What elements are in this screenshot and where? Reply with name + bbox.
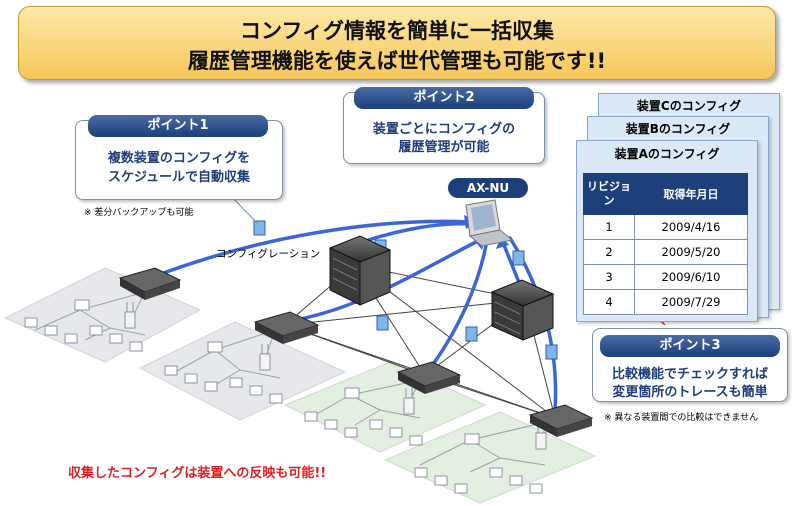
revision-column-header: リビジョン (583, 173, 635, 215)
revision-number: 1 (583, 214, 635, 240)
config-card-b-title: 装置Bのコンフィグ (625, 122, 731, 136)
lan-pcs (24, 299, 543, 494)
revision-date: 2009/4/16 (634, 214, 748, 240)
point2-title: ポイント2 (354, 87, 534, 109)
point3-line-2: 変更箇所のトレースも簡単 (612, 385, 768, 400)
config-label: コンフィグレーション (216, 248, 321, 260)
switch-a (118, 267, 182, 300)
point1-note: ※ 差分バックアップも可能 (84, 208, 194, 218)
point2-callout: ポイント2 装置ごとにコンフィグの 履歴管理が可能 (343, 87, 545, 164)
revision-date: 2009/7/29 (634, 289, 748, 315)
revision-number: 3 (583, 264, 635, 290)
point1-line-1: 複数装置のコンフィグを (107, 151, 251, 166)
ax-nu-server (465, 199, 514, 247)
point1-callout: ポイント1 複数装置のコンフィグを スケジュールで自動収集 (75, 115, 283, 200)
headline-banner: コンフィグ情報を簡単に一括収集 履歴管理機能を使えば世代管理も可能です!! (18, 6, 776, 80)
wireless-access-points (124, 302, 547, 450)
point3-note: ※ 異なる装置間での比較はできません (604, 413, 759, 423)
switch-d (528, 404, 594, 437)
core-switch-1 (328, 235, 392, 306)
point3-line-1: 比較機能でチェックすれば (611, 367, 768, 382)
switch-c (396, 361, 462, 394)
headline-line-2: 履歴管理機能を使えば世代管理も可能です!! (187, 49, 607, 73)
point3-title: ポイント3 (600, 335, 780, 357)
revision-date: 2009/6/10 (634, 264, 748, 290)
config-card-a-title: 装置Aのコンフィグ (614, 147, 720, 161)
point3-callout: ポイント3 比較機能でチェックすれば 変更箇所のトレースも簡単 (592, 328, 788, 402)
bottom-note: 収集したコンフィグは装置への反映も可能!! (68, 466, 327, 481)
core-switch-2 (490, 279, 555, 341)
date-column-header: 取得年月日 (634, 173, 748, 215)
point2-line-1: 装置ごとにコンフィグの (372, 122, 516, 137)
revision-number: 2 (583, 239, 635, 265)
point1-title: ポイント1 (88, 115, 268, 137)
config-card-c-title: 装置Cのコンフィグ (636, 99, 742, 113)
point1-line-2: スケジュールで自動収集 (107, 170, 251, 185)
revision-table-header: リビジョン 取得年月日 (583, 173, 748, 215)
switch-b (253, 311, 320, 344)
revision-date: 2009/5/20 (634, 239, 748, 265)
ax-nu-label: AX-NU (448, 178, 528, 198)
point2-line-2: 履歴管理が可能 (398, 140, 490, 155)
revision-number: 4 (583, 289, 635, 315)
headline-line-1: コンフィグ情報を簡単に一括収集 (240, 19, 554, 43)
